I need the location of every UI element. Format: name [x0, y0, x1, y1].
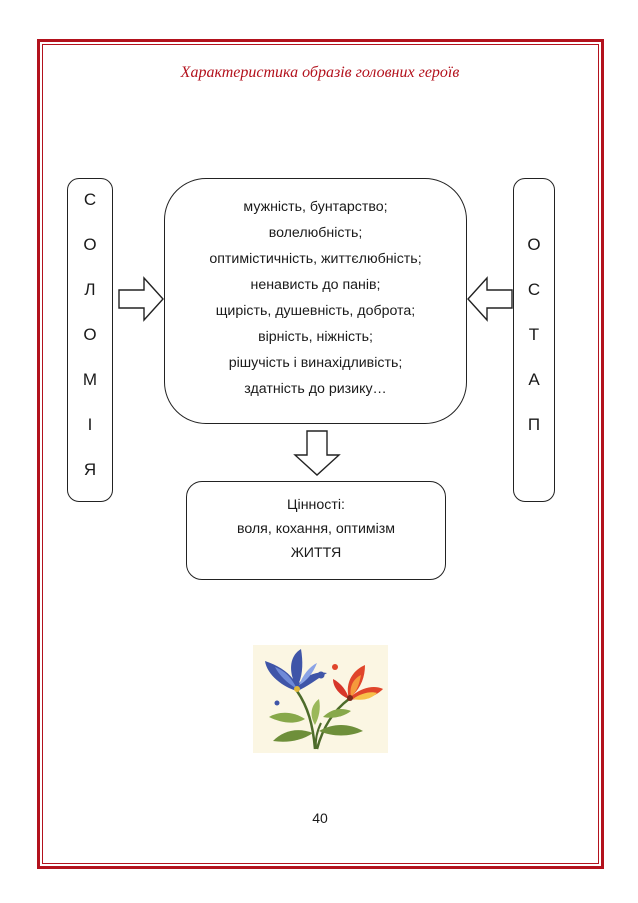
solomiia-letter: Л — [84, 280, 96, 299]
trait-line: здатність до ризику… — [244, 381, 387, 397]
solomiia-box: С О Л О М І Я — [67, 178, 113, 502]
solomiia-letter: М — [82, 370, 98, 389]
values-footer: ЖИТТЯ — [290, 545, 342, 561]
trait-line: вірність, ніжність; — [258, 329, 373, 345]
down-arrow-icon — [293, 430, 341, 476]
ostap-letter: П — [527, 415, 541, 434]
solomiia-letter: Я — [83, 460, 97, 479]
trait-line: ненависть до панів; — [250, 277, 381, 293]
trait-line: мужність, бунтарство; — [243, 199, 388, 215]
traits-box: мужність, бунтарство; волелюбність; опти… — [164, 178, 467, 424]
ostap-letter: А — [528, 370, 540, 389]
right-arrow-icon — [118, 276, 164, 322]
left-arrow-icon — [467, 276, 513, 322]
solomiia-letter: І — [87, 415, 93, 434]
trait-line: щирість, душевність, доброта; — [215, 303, 416, 319]
ostap-letter: Т — [528, 325, 540, 344]
ostap-letter: С — [527, 280, 541, 299]
ostap-box: О С Т А П — [513, 178, 555, 502]
floral-ornament-icon — [253, 645, 388, 753]
values-box: Цінності: воля, кохання, оптимізм ЖИТТЯ — [186, 481, 446, 580]
page-frame-outer — [37, 39, 604, 869]
page-frame-inner — [42, 44, 599, 864]
solomiia-letter: О — [83, 325, 97, 344]
solomiia-letter: С — [83, 190, 97, 209]
page-title: Характеристика образів головних героїв — [180, 64, 460, 81]
trait-line: волелюбність; — [268, 225, 363, 241]
trait-line: оптимістичність, життєлюбність; — [209, 251, 422, 267]
values-items: воля, кохання, оптимізм — [236, 521, 396, 537]
values-heading: Цінності: — [287, 497, 345, 513]
solomiia-letter: О — [83, 235, 97, 254]
page-number: 40 — [312, 810, 328, 826]
ostap-letter: О — [527, 235, 541, 254]
trait-line: рішучість і винахідливість; — [228, 355, 403, 371]
